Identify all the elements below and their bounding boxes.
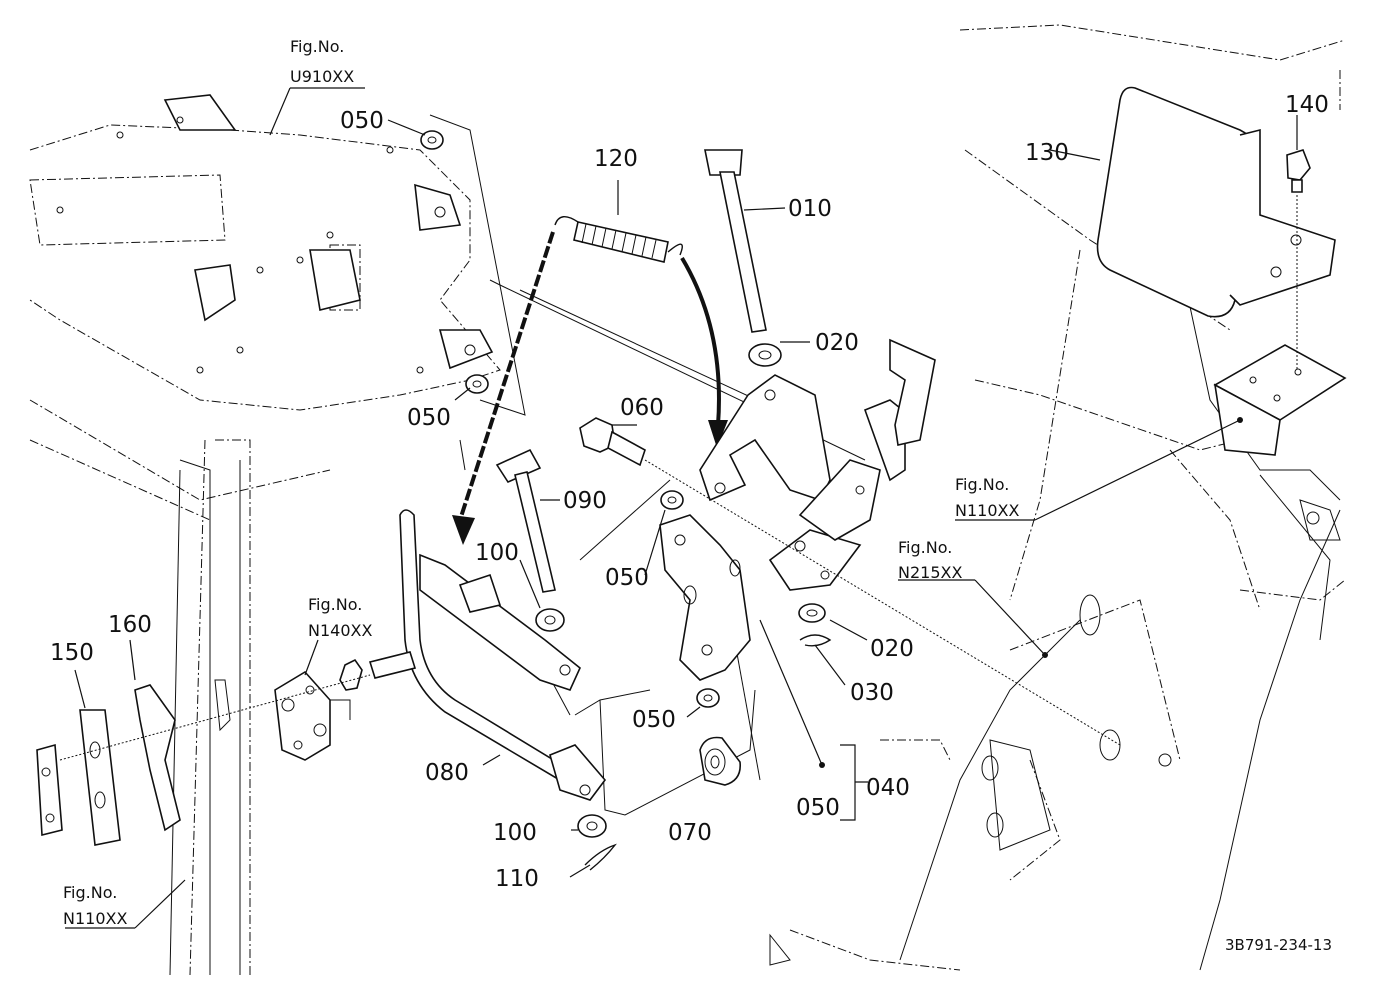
part-120-spring: [554, 216, 683, 263]
ref-n110-left: N110XX: [63, 909, 127, 928]
part-130-cover: [1096, 86, 1336, 318]
label-010: 010: [788, 196, 832, 222]
label-050-d: 050: [632, 707, 676, 733]
ref-label-n110-right: Fig.No.: [955, 475, 1009, 494]
frame-lines: [169, 259, 1341, 976]
part-080-lever: [399, 509, 607, 801]
part-090-pin: [495, 448, 556, 593]
label-090: 090: [563, 488, 607, 514]
label-160: 160: [108, 612, 152, 638]
washers-100: [535, 608, 607, 838]
leader-dot-n110: [1237, 417, 1243, 423]
mounting-block: [1213, 344, 1347, 456]
label-050-a: 050: [340, 108, 384, 134]
label-120: 120: [594, 146, 638, 172]
label-050-c: 050: [605, 565, 649, 591]
part-110-clip: [584, 843, 617, 871]
drawing-code: 3B791-234-13: [1225, 936, 1332, 954]
label-030: 030: [850, 680, 894, 706]
platform-parts: [56, 94, 494, 374]
ref-n110-right: N110XX: [955, 501, 1019, 520]
part-010-pin: [704, 149, 767, 333]
assembly-arrows: [452, 231, 728, 545]
part-020-washer: [748, 343, 782, 367]
part-060-bolt: [579, 417, 1121, 746]
part-070-bushing: [699, 736, 742, 786]
label-050-b: 050: [407, 405, 451, 431]
ref-n215: N215XX: [898, 563, 962, 582]
label-060: 060: [620, 395, 664, 421]
ref-u910: U910XX: [290, 67, 354, 86]
label-050-e: 050: [796, 795, 840, 821]
ref-label-u910: Fig.No.: [290, 37, 344, 56]
label-020-b: 020: [870, 636, 914, 662]
ref-label-n140: Fig.No.: [308, 595, 362, 614]
label-020-a: 020: [815, 330, 859, 356]
label-140: 140: [1285, 92, 1329, 118]
part-020-030: [798, 603, 832, 647]
part-140-bolt: [1286, 149, 1311, 370]
leader-dot-n215: [1042, 652, 1048, 658]
label-130: 130: [1025, 140, 1069, 166]
label-110: 110: [495, 866, 539, 892]
background-frame: [29, 24, 1346, 976]
ref-n140: N140XX: [308, 621, 372, 640]
label-070: 070: [668, 820, 712, 846]
ref-label-n215: Fig.No.: [898, 538, 952, 557]
washers-050: [420, 130, 720, 708]
leader-dot-040: [819, 762, 825, 768]
leader-lines: [65, 87, 1298, 929]
lower-plate: [659, 514, 751, 681]
left-brackets: [36, 651, 417, 846]
label-150: 150: [50, 640, 94, 666]
label-100-a: 100: [475, 540, 519, 566]
ref-label-n110-left: Fig.No.: [63, 883, 117, 902]
label-100-b: 100: [493, 820, 537, 846]
part-labels: Fig.No. U910XX 050 050 120 010 020 060 0…: [50, 37, 1332, 954]
label-080: 080: [425, 760, 469, 786]
label-040: 040: [866, 775, 910, 801]
